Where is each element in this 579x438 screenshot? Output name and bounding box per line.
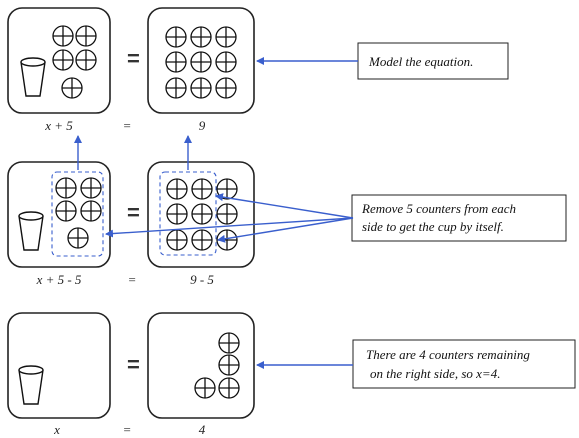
counter-plus-icon (165, 51, 187, 73)
note-remove-line-1: Remove 5 counters from each (361, 201, 516, 216)
counter-plus-icon (218, 354, 240, 376)
counter-plus-icon (61, 77, 83, 99)
arrow-icon (215, 193, 354, 219)
counter-plus-icon (215, 51, 237, 73)
counter-plus-icon (191, 203, 213, 225)
arrow-icon (217, 217, 354, 243)
counter-plus-icon (166, 178, 188, 200)
counter-plus-icon (190, 51, 212, 73)
counter-plus-icon (215, 77, 237, 99)
counter-plus-icon (80, 200, 102, 222)
counter-plus-icon (165, 26, 187, 48)
counter-plus-icon (55, 200, 77, 222)
note-remaining-line-1: There are 4 counters remaining (366, 347, 530, 362)
counter-plus-icon (216, 203, 238, 225)
row1-right-label: 9 (199, 118, 206, 133)
counter-plus-icon (52, 49, 74, 71)
note-remove-line-2: side to get the cup by itself. (362, 219, 504, 234)
row3-equals: = (127, 352, 140, 377)
note-remaining-box (352, 339, 576, 389)
counter-plus-icon (190, 77, 212, 99)
counter-plus-icon (55, 177, 77, 199)
note-model-box (357, 42, 509, 80)
row3-left-label: x (53, 422, 60, 437)
counter-plus-icon (218, 332, 240, 354)
counter-plus-icon (165, 77, 187, 99)
counter-plus-icon (75, 25, 97, 47)
row2-equals: = (127, 200, 140, 225)
row2-middle-label: = (128, 272, 137, 287)
counter-plus-icon (52, 25, 74, 47)
note-model-line-1: Model the equation. (368, 54, 473, 69)
counter-plus-icon (194, 377, 216, 399)
arrow-icon (105, 217, 354, 238)
cup-icon (18, 365, 44, 405)
row3-right-label: 4 (199, 422, 206, 437)
row2-left-selection (51, 171, 104, 257)
counter-plus-icon (191, 229, 213, 251)
row2-right-selection (159, 171, 217, 256)
counter-plus-icon (215, 26, 237, 48)
counter-plus-icon (191, 178, 213, 200)
counter-plus-icon (166, 203, 188, 225)
row1-middle-label: = (123, 118, 132, 133)
row1-left-label: x + 5 (44, 118, 73, 133)
counter-plus-icon (75, 49, 97, 71)
cup-icon (18, 211, 44, 251)
counter-plus-icon (67, 227, 89, 249)
row3-middle-label: = (123, 422, 132, 437)
counter-plus-icon (166, 229, 188, 251)
row2-right-label: 9 - 5 (190, 272, 214, 287)
row1-equals: = (127, 46, 140, 71)
note-remove-box (351, 194, 567, 242)
counter-plus-icon (218, 377, 240, 399)
counter-plus-icon (190, 26, 212, 48)
counter-plus-icon (80, 177, 102, 199)
cup-icon (20, 57, 46, 97)
note-remaining-line-2: on the right side, so x=4. (370, 366, 500, 381)
row2-left-label: x + 5 - 5 (36, 272, 82, 287)
